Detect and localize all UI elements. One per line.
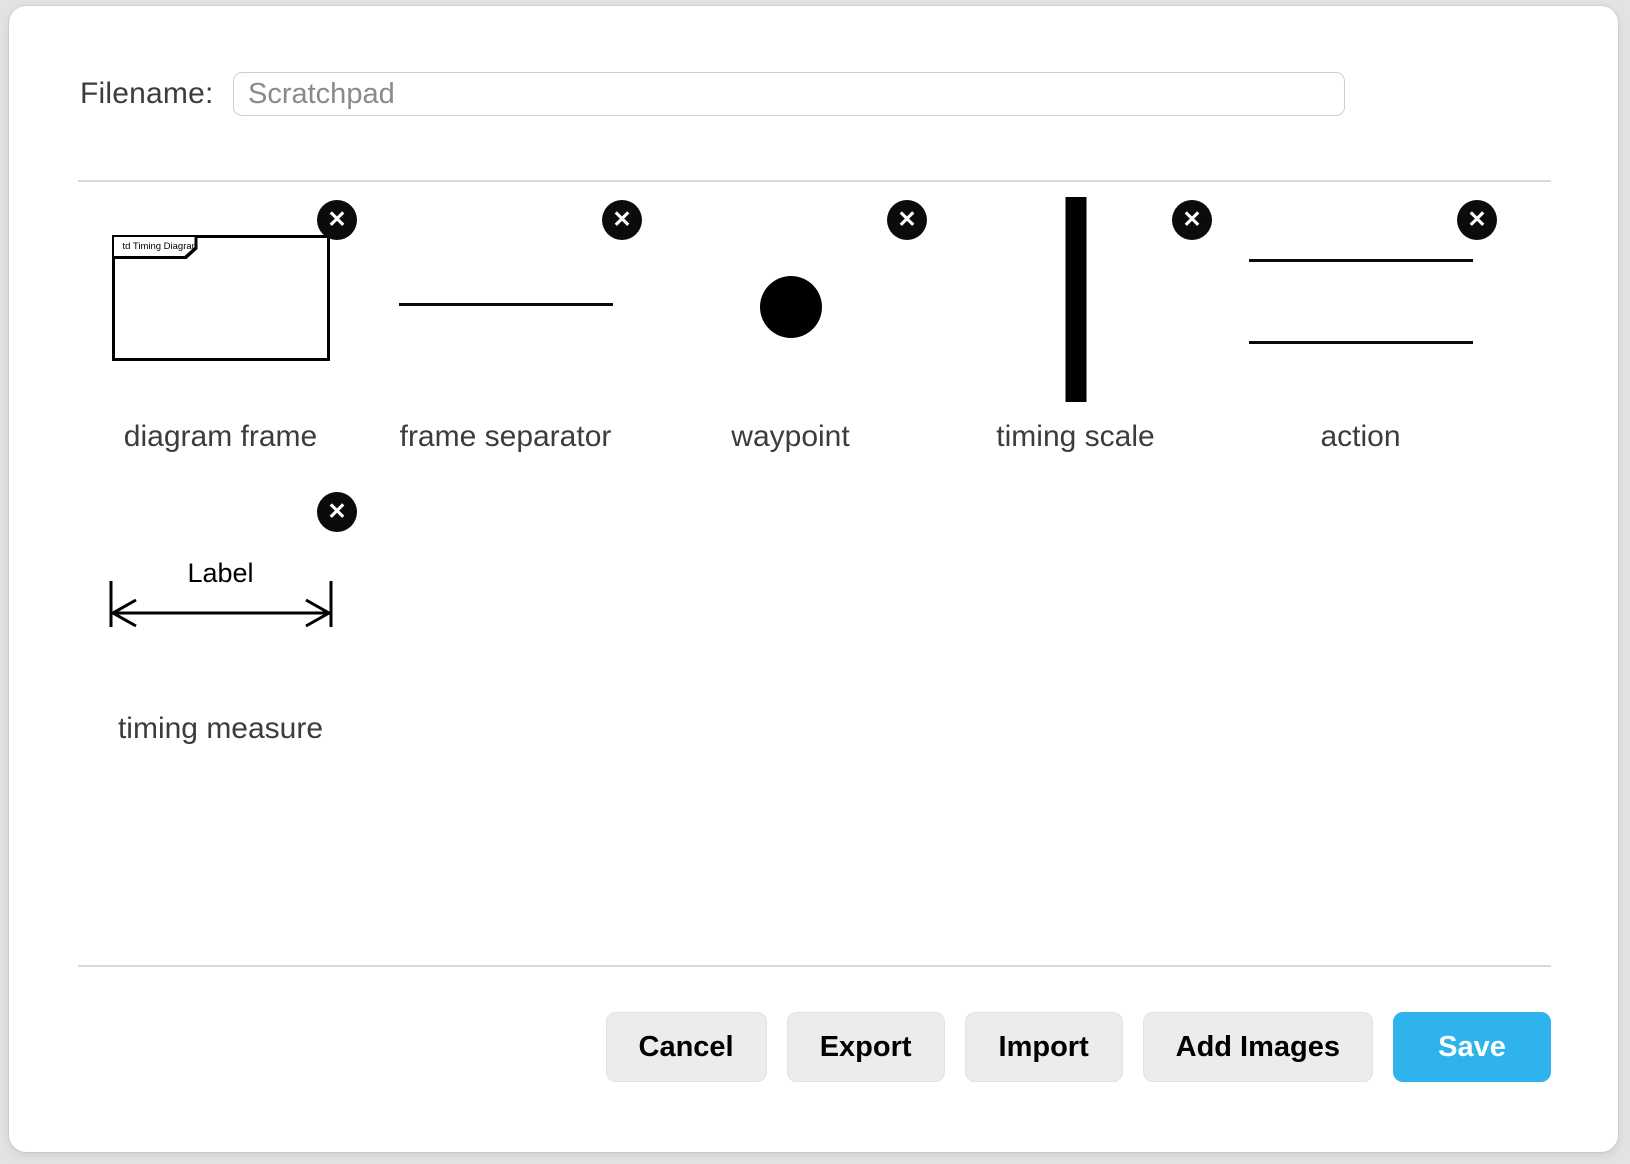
action-shape — [1248, 188, 1473, 410]
remove-icon: ✕ — [327, 497, 347, 524]
frame-separator-shape — [398, 303, 613, 306]
shape-item-diagram-frame: td Timing Diagram ✕ diagram frame — [78, 188, 363, 456]
action-thumbnail[interactable]: ✕ — [1218, 188, 1503, 410]
remove-frame-separator-button[interactable]: ✕ — [602, 200, 642, 240]
shape-item-timing-scale: ✕ timing scale — [933, 188, 1218, 456]
shape-grid-row-1: td Timing Diagram ✕ diagram frame ✕ fra — [78, 188, 1503, 456]
export-button[interactable]: Export — [786, 1012, 945, 1082]
remove-icon: ✕ — [1467, 205, 1487, 232]
filename-input[interactable] — [233, 72, 1345, 116]
remove-icon: ✕ — [1182, 205, 1202, 232]
waypoint-thumbnail[interactable]: ✕ — [648, 188, 933, 410]
remove-timing-scale-button[interactable]: ✕ — [1172, 200, 1212, 240]
shape-label: timing measure — [117, 712, 324, 745]
shape-item-timing-measure: Label ✕ timing measure — [78, 480, 363, 748]
remove-timing-measure-button[interactable]: ✕ — [317, 492, 357, 532]
remove-icon: ✕ — [612, 205, 632, 232]
bottom-divider — [78, 965, 1551, 967]
timing-measure-shape: Label — [109, 480, 333, 702]
shape-label: action — [1320, 420, 1401, 453]
double-arrow-graphic — [109, 581, 332, 628]
shape-library-dialog: Filename: td Timing Diagram ✕ dia — [9, 6, 1618, 1152]
frame-separator-thumbnail[interactable]: ✕ — [363, 188, 648, 410]
shape-grid-row-2: Label ✕ timing measure — [78, 480, 1503, 748]
remove-icon: ✕ — [327, 205, 347, 232]
remove-action-button[interactable]: ✕ — [1457, 200, 1497, 240]
shape-item-waypoint: ✕ waypoint — [648, 188, 933, 456]
frame-name-tab: td Timing Diagram — [113, 237, 200, 259]
cancel-button[interactable]: Cancel — [605, 1012, 767, 1082]
shape-label: timing scale — [996, 420, 1155, 453]
timing-scale-thumbnail[interactable]: ✕ — [933, 188, 1218, 410]
shape-grid: td Timing Diagram ✕ diagram frame ✕ fra — [78, 188, 1503, 748]
import-button[interactable]: Import — [964, 1012, 1123, 1082]
dialog-footer: Cancel Export Import Add Images Save — [605, 1012, 1551, 1082]
remove-waypoint-button[interactable]: ✕ — [887, 200, 927, 240]
shape-item-action: ✕ action — [1218, 188, 1503, 456]
shape-label: diagram frame — [123, 420, 318, 453]
add-images-button[interactable]: Add Images — [1142, 1012, 1373, 1082]
remove-diagram-frame-button[interactable]: ✕ — [317, 200, 357, 240]
diagram-frame-thumbnail[interactable]: td Timing Diagram ✕ — [78, 188, 363, 410]
frame-tab-label: td Timing Diagram — [122, 241, 200, 252]
waypoint-shape — [759, 276, 822, 338]
diagram-frame-shape: td Timing Diagram — [111, 235, 330, 361]
top-divider — [78, 180, 1551, 182]
save-button[interactable]: Save — [1393, 1012, 1551, 1082]
timing-scale-shape — [1065, 197, 1086, 402]
measure-text: Label — [187, 558, 254, 588]
shape-label: waypoint — [731, 420, 850, 453]
shape-item-frame-separator: ✕ frame separator — [363, 188, 648, 456]
filename-row: Filename: — [80, 72, 1345, 116]
shape-label: frame separator — [399, 420, 612, 453]
remove-icon: ✕ — [897, 205, 917, 232]
timing-measure-thumbnail[interactable]: Label ✕ — [78, 480, 363, 702]
filename-label: Filename: — [80, 77, 214, 110]
